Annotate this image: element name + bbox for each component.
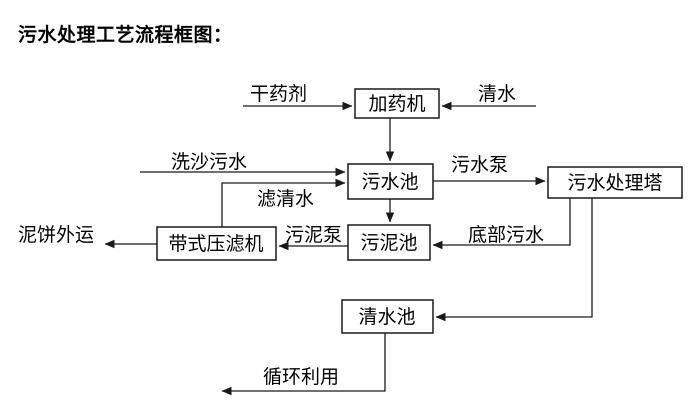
arrow-treatment-tower-to-clean-water-pool (435, 198, 593, 322)
node-belt-filter-press: 带式压滤机 (156, 226, 277, 261)
node-sewage-pool: 污水池 (347, 163, 434, 200)
clean-water-pool-box (341, 299, 434, 334)
node-sewage-treatment-tower: 污水处理塔 (547, 166, 683, 199)
label-mud-cake-out: 泥饼外运 (18, 224, 94, 246)
belt-filter-press-label: 带式压滤机 (168, 233, 263, 255)
sewage-pool-box (347, 163, 434, 200)
sludge-pool-label: 污泥池 (360, 232, 417, 254)
arrow-bottom-sewage-to-sludge-pool (432, 198, 571, 250)
belt-filter-press-box (156, 226, 277, 261)
label-recycle: 循环利用 (263, 366, 339, 388)
sewage-treatment-tower-label: 污水处理塔 (567, 172, 662, 194)
label-sewage-pump: 污水泵 (451, 154, 508, 176)
dosing-machine-box (354, 88, 440, 119)
label-dry-agent: 干药剂 (250, 83, 307, 105)
node-clean-water-pool: 清水池 (341, 299, 434, 334)
arrow-recycle-out (221, 333, 386, 396)
label-sludge-pump: 污泥泵 (285, 224, 342, 246)
label-bottom-sewage: 底部污水 (468, 224, 544, 246)
node-dosing-machine: 加药机 (354, 88, 440, 119)
arrow-filtered-water-to-sewage-pool (221, 178, 346, 227)
dosing-machine-label: 加药机 (368, 93, 425, 115)
label-filtered-water: 滤清水 (257, 188, 314, 210)
sludge-pool-box (347, 224, 431, 261)
clean-water-pool-label: 清水池 (358, 306, 415, 328)
label-sand-washing-sewage: 洗沙污水 (171, 151, 247, 173)
sewage-pool-label: 污水池 (361, 171, 418, 193)
node-sludge-pool: 污泥池 (347, 224, 431, 261)
diagram-title: 污水处理工艺流程框图： (18, 25, 233, 46)
sewage-treatment-tower-box (547, 166, 683, 199)
label-clean-water: 清水 (478, 83, 516, 105)
